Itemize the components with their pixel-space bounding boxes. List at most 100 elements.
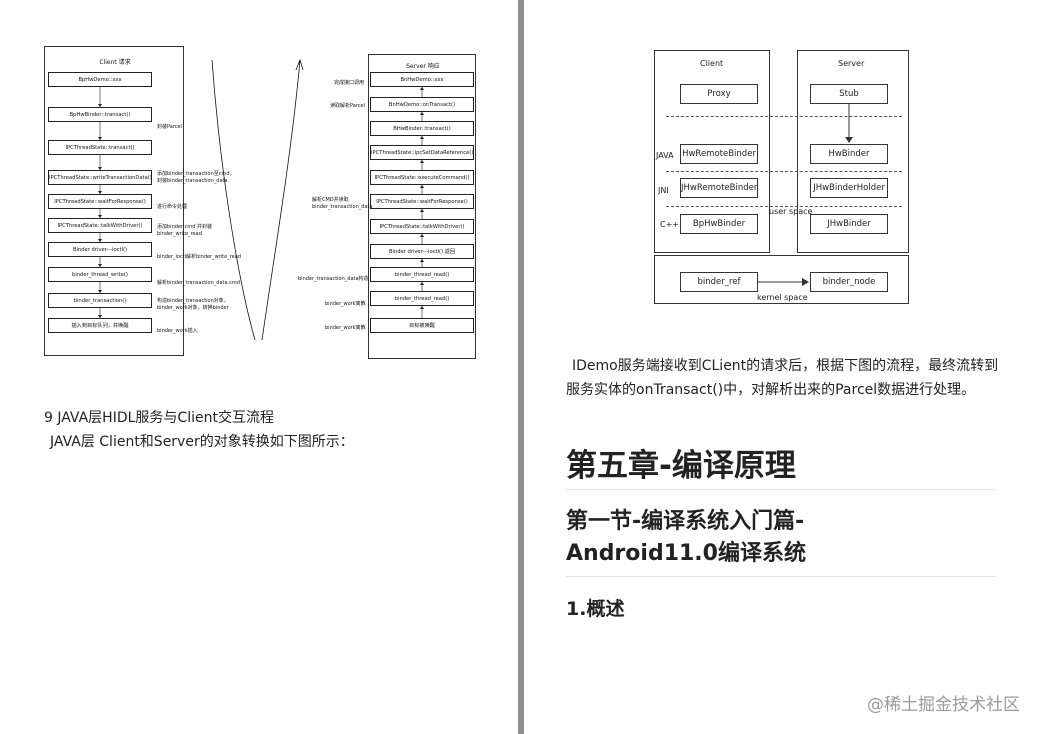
connector-curves xyxy=(211,58,304,341)
client-flow-annotation: 添加binder cmd 并封装 xyxy=(157,224,213,230)
flow-arrow-head xyxy=(98,167,102,170)
client-flow-annotation: binder_ioctl解析binder_write_read xyxy=(157,254,241,260)
watermark: @稀土掘金技术社区 xyxy=(867,695,1020,715)
left-section-title: 9 JAVA层HIDL服务与Client交互流程 xyxy=(44,410,274,426)
flow-arrow-head xyxy=(420,160,424,163)
flow-arrow-head xyxy=(98,239,102,242)
dash-line-2 xyxy=(666,171,902,172)
stub-box: Stub xyxy=(810,84,888,104)
bphwbinder-box: BpHwBinder xyxy=(680,214,758,234)
client-flow-box: Binder driver---ioctl() xyxy=(48,242,152,257)
server-flow-annotation: binder_transaction_data xyxy=(312,204,373,210)
diagram-arrows xyxy=(758,104,853,286)
section-divider xyxy=(566,576,996,577)
left-section-text: JAVA层 Client和Server的对象转换如下图所示： xyxy=(50,434,354,450)
server-flow-annotation: binder_transaction_data构造 xyxy=(298,276,369,282)
client-flow-annotation: 封装Parcel xyxy=(157,124,183,130)
hwremotebinder-box: HwRemoteBinder xyxy=(680,144,758,164)
client-flow-annotation: binder_write_read xyxy=(157,231,202,237)
client-flow-box: binder_thread_write() xyxy=(48,267,152,282)
server-flow-annotation: 读取解析Parcel xyxy=(330,103,366,109)
flow-arrow-head xyxy=(98,264,102,267)
dash-line-3 xyxy=(666,206,902,207)
client-flow-annotation: 构造binder_transaction对象， xyxy=(157,298,229,304)
jhwremotebinder-box: JHwRemoteBinder xyxy=(680,178,758,198)
server-flow-box: IPCThreadState::talkWithDriver() xyxy=(370,219,474,234)
flow-arrow-head xyxy=(98,315,102,318)
client-flow-box: IPCThreadState::talkWithDriver() xyxy=(48,218,152,233)
jhwbinderholder-box: JHwBinderHolder xyxy=(810,178,888,198)
user-space-label: user space xyxy=(769,207,813,216)
flow-arrow-head xyxy=(420,306,424,309)
client-flow-annotation: binder_work插入 xyxy=(157,328,198,334)
chapter-divider xyxy=(566,489,996,490)
server-response-panel: Server 响应 xyxy=(368,54,476,359)
server-flow-box: IPCThreadState::waitForResponse() xyxy=(370,194,474,209)
client-request-title: Client 请求 xyxy=(99,59,131,66)
client-flow-annotation: 进行命令处理 xyxy=(157,204,188,210)
kernel-panel xyxy=(654,255,909,304)
client-request-panel: Client 请求 xyxy=(44,46,184,356)
flow-arrow-head xyxy=(420,209,424,212)
server-label: Server xyxy=(838,59,865,68)
server-flow-annotation: 完成接口调用 xyxy=(334,80,365,86)
hwbinder-box: HwBinder xyxy=(810,144,888,164)
flow-arrow-head xyxy=(98,137,102,140)
client-flow-annotation: 封装binder_transaction_data xyxy=(157,178,228,184)
client-panel xyxy=(654,50,770,253)
server-flow-annotation: binder_work离散 xyxy=(325,325,366,331)
flow-arrow-head xyxy=(420,136,424,139)
server-flow-box: Binder driver---ioctl() 返回 xyxy=(370,244,474,259)
flow-arrows xyxy=(98,87,424,318)
right-page: Client Server JAVA JNI C++ Proxy HwRemot… xyxy=(524,0,1042,734)
flow-arrow-head xyxy=(98,104,102,107)
server-flow-box: 目标被唤醒 xyxy=(370,318,474,333)
client-label: Client xyxy=(700,59,724,68)
client-flow-box: 插入到目标队列，并唤醒 xyxy=(48,318,152,333)
layer-java-label: JAVA xyxy=(656,151,674,160)
flow-arrow-head xyxy=(420,259,424,262)
server-flow-box: BHwBinder::transact() xyxy=(370,121,474,136)
flow-arrow-head xyxy=(420,282,424,285)
server-flow-box: IPCThreadState::executeCommand() xyxy=(370,170,474,185)
server-panel xyxy=(797,50,909,253)
client-flow-box: IPCThreadState::waitForResponse() xyxy=(48,194,152,209)
server-flow-annotation: binder_work离散 xyxy=(325,301,366,307)
dash-line-1 xyxy=(666,116,902,117)
server-response-title: Server 响应 xyxy=(406,63,440,70)
client-flow-box: IPCThreadState::writeTransactionData() xyxy=(48,170,152,185)
flow-arrow-head xyxy=(98,290,102,293)
server-flow-box: BnHwDemo::xxx xyxy=(370,72,474,87)
binder-node-box: binder_node xyxy=(810,272,888,292)
layer-jni-label: JNI xyxy=(658,186,669,195)
client-flow-box: IPCThreadState::transact() xyxy=(48,140,152,155)
server-flow-box: binder_thread_read() xyxy=(370,267,474,282)
flow-arrow-head xyxy=(420,185,424,188)
flow-arrow-head xyxy=(420,87,424,90)
section-title: 第一节-编译系统入门篇-Android11.0编译系统 xyxy=(566,509,806,566)
flow-arrow-head xyxy=(98,215,102,218)
jhwbinder-box: JHwBinder xyxy=(810,214,888,234)
client-flow-annotation: 添加binder_transaction至cmd， xyxy=(157,171,235,177)
server-flow-box: IPCThreadState::ipcSetDataReference() xyxy=(370,145,474,160)
kernel-space-label: kernel space xyxy=(757,293,808,302)
flow-arrow-head xyxy=(98,191,102,194)
client-flow-box: binder_transaction() xyxy=(48,293,152,308)
subsection-title: 1.概述 xyxy=(566,598,625,620)
client-flow-annotation: binder_work对象，转换binder xyxy=(157,305,229,311)
binder-ref-box: binder_ref xyxy=(680,272,758,292)
binder-diagram: Client Server JAVA JNI C++ Proxy HwRemot… xyxy=(652,48,914,308)
client-flow-box: BpHwBinder::transact() xyxy=(48,107,152,122)
client-flow-annotation: 解析binder_transaction_data.cmd xyxy=(157,280,240,286)
right-paragraph: IDemo服务端接收到CLient的请求后，根据下图的流程，最终流转到服务实体的… xyxy=(566,358,999,398)
server-flow-annotation: 解析CMD并读取 xyxy=(312,197,349,203)
flow-arrow-head xyxy=(420,234,424,237)
server-flow-box: BnHwDemo::onTransact() xyxy=(370,97,474,112)
chapter-title: 第五章-编译原理 xyxy=(566,448,796,484)
proxy-box: Proxy xyxy=(680,84,758,104)
server-flow-box: binder_thread_read() xyxy=(370,291,474,306)
client-flow-box: BpHwDemo::xxx xyxy=(48,72,152,87)
flow-arrow-head xyxy=(420,112,424,115)
layer-cpp-label: C++ xyxy=(660,220,679,229)
